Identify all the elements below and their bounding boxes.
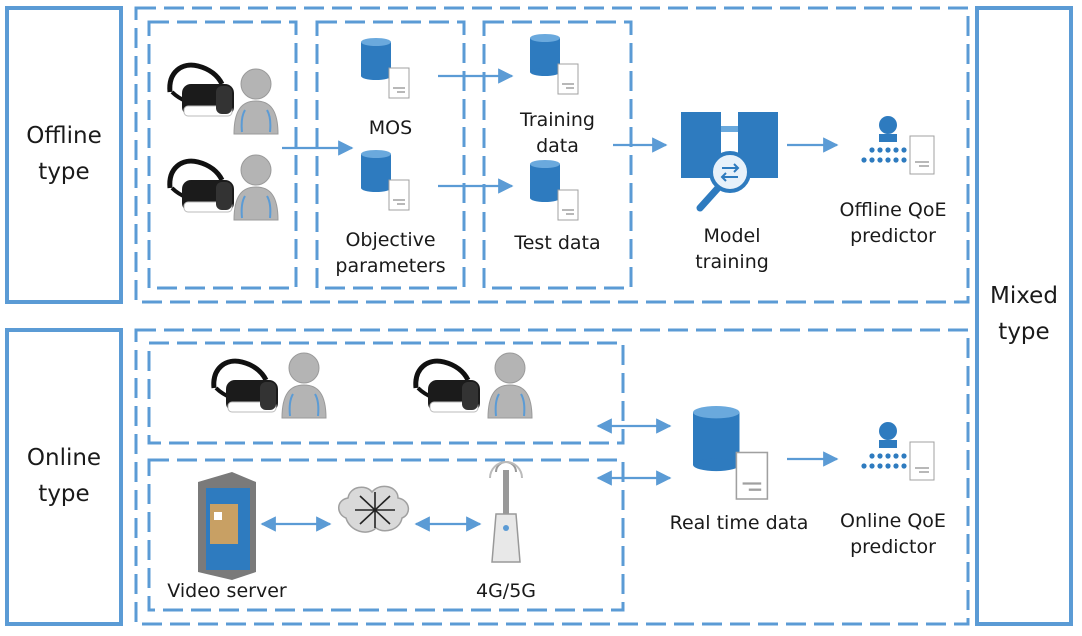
cloud-network-icon xyxy=(338,485,410,533)
subjects-box xyxy=(147,20,298,290)
online-type-box xyxy=(5,328,123,626)
network-box xyxy=(147,458,625,612)
user-icon xyxy=(487,352,533,419)
online-predictor-label: Online QoE predictor xyxy=(840,510,946,558)
predictor-icon xyxy=(860,115,935,175)
predictor-icon xyxy=(860,421,935,481)
user-icon xyxy=(233,154,279,221)
video-server-label: Video server xyxy=(167,580,287,602)
database-icon xyxy=(529,159,579,221)
offline-predictor-label: Offline QoE predictor xyxy=(839,199,947,247)
mixed-type-label: Mixed type xyxy=(990,283,1058,345)
offline-type-box xyxy=(5,6,123,304)
offline-container xyxy=(134,6,970,304)
user-icon xyxy=(233,68,279,135)
mixed-type-box xyxy=(975,6,1073,626)
network-label: 4G/5G xyxy=(475,580,537,602)
database-icon xyxy=(360,37,410,99)
objective-parameters-label: Objective parameters xyxy=(335,229,446,277)
database-icon xyxy=(529,33,579,95)
user-icon xyxy=(281,352,327,419)
vr-headset-icon xyxy=(170,65,234,116)
real-time-data-label: Real time data xyxy=(669,512,809,534)
magnifier-icon xyxy=(696,151,751,212)
video-server-icon xyxy=(198,472,256,580)
test-data-label: Test data xyxy=(514,232,601,254)
vr-headset-icon xyxy=(214,361,278,412)
online-container xyxy=(134,328,970,626)
dataset-box xyxy=(315,20,466,290)
antenna-icon xyxy=(489,461,523,563)
model-training-icon xyxy=(681,112,778,212)
training-data-label: Training data xyxy=(520,109,595,157)
model-training-label: Model training xyxy=(695,225,769,273)
database-icon xyxy=(691,404,769,501)
mos-label: MOS xyxy=(368,117,413,139)
online-type-label: Online type xyxy=(26,445,102,507)
online-users-box xyxy=(147,341,625,445)
split-box xyxy=(482,20,633,290)
database-icon xyxy=(360,149,410,211)
vr-headset-icon xyxy=(170,161,234,212)
offline-type-label: Offline type xyxy=(26,123,102,185)
vr-headset-icon xyxy=(416,361,480,412)
